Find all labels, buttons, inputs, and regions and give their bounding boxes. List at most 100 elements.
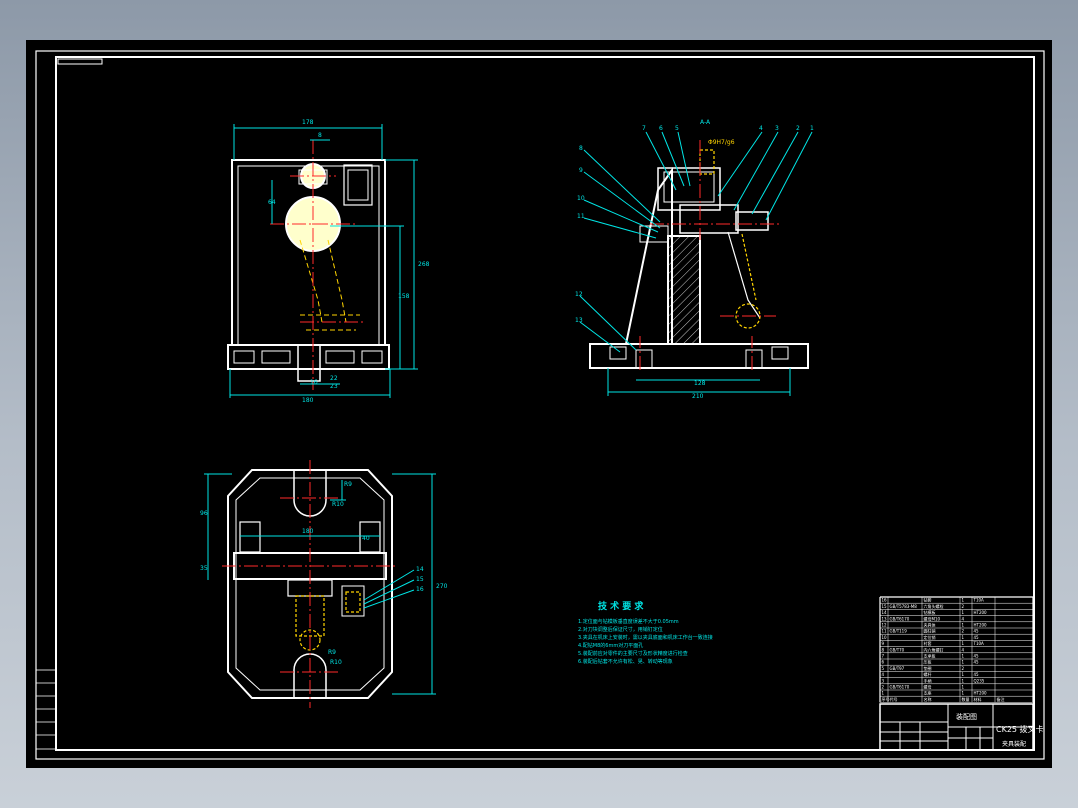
section-fit: Φ9H7/g6: [708, 139, 735, 146]
front-dimensions: [229, 124, 418, 398]
bom-cell: 垫圈: [924, 665, 932, 671]
bom-header-cell: 名称: [924, 696, 932, 702]
bom-cell: 1: [962, 672, 965, 677]
bom-cell: 支座: [924, 690, 932, 696]
plan-dimensions: [204, 473, 436, 695]
bom-cell: GB/T6170: [890, 685, 910, 690]
front-dim-bottom: 180: [302, 397, 314, 404]
bom-cell: 7: [882, 654, 885, 659]
bom-cell: 内六角螺钉: [924, 646, 944, 652]
plan-dim-right-a: 270: [436, 583, 448, 590]
bom-cell: GB/T119: [890, 629, 908, 634]
bom-header-cell: 序号: [882, 696, 890, 702]
bom-cell: 六角头螺栓: [924, 603, 944, 609]
callout-4: 4: [759, 125, 763, 132]
plan-callout-15: 15: [416, 576, 424, 583]
bom-cell: 1: [962, 598, 965, 603]
technical-notes: 技 术 要 求 1.定位面与钻模板垂直度误差不大于0.05mm 2.对刀块调整后…: [578, 600, 713, 665]
bom-cell: 15: [882, 604, 888, 609]
bom-cell: 1: [962, 685, 965, 690]
callout-1: 1: [810, 125, 814, 132]
note-4: 4.配钻M8的6mm对刀平面孔: [578, 642, 643, 649]
callout-8: 8: [579, 145, 583, 152]
front-dim-base-b: 23: [330, 383, 338, 390]
plan-outline: [227, 469, 393, 699]
bom-cell: 4: [962, 647, 965, 652]
bom-cell: 螺母M10: [924, 615, 941, 621]
front-dim-top: 178: [302, 119, 314, 126]
bom-cell: 2: [962, 604, 965, 609]
callout-5: 5: [675, 125, 679, 132]
outer-frame: [35, 50, 1045, 760]
bom-cell: 螺母: [924, 684, 932, 690]
title-drawing-type: 装配图: [956, 712, 977, 721]
bom-cell: T10A: [973, 641, 985, 646]
section-dim-outer: 210: [692, 393, 704, 400]
bom-cell: HT200: [974, 691, 988, 696]
bom-cell: 1: [962, 635, 965, 640]
note-5: 5.装配前应对零件的主要尺寸及形状精度进行检查: [578, 650, 688, 657]
bom-cell: 10: [882, 635, 888, 640]
plan-slot-top-label: R10: [332, 501, 344, 508]
title-product: CK25 拨叉卡: [996, 724, 1044, 734]
callout-11: 11: [577, 213, 585, 220]
section-center-lines: [639, 140, 780, 370]
bom-cell: 支承板: [924, 653, 936, 659]
bom-cell: 16: [882, 598, 888, 603]
inner-frame: [55, 56, 1035, 751]
plan-radius-bottom: R9: [328, 649, 336, 656]
bom-cell: 手柄: [924, 677, 932, 683]
front-dim-base-a: 22: [330, 375, 338, 382]
note-6: 6.装配后钻套不允许有松、晃、转动等现象: [578, 658, 673, 665]
plan-center-lines: [222, 460, 398, 708]
bom-cell: 钻模板: [924, 609, 936, 615]
note-1: 1.定位面与钻模板垂直度误差不大于0.05mm: [578, 618, 679, 625]
bom-cell: 定位销: [924, 634, 936, 640]
bom-cell: 5: [882, 666, 885, 671]
plan-slot-bottom-label: R10: [330, 659, 342, 666]
bom-cell: 圆柱销: [924, 628, 936, 634]
bom-cell: GB/T97: [890, 666, 905, 671]
bom-cell: 1: [962, 610, 965, 615]
section-base: [589, 343, 809, 369]
plan-dim-small-a: 40: [362, 535, 370, 542]
front-dim-left-v: 64: [268, 199, 276, 206]
bom-cell: 45: [974, 672, 980, 677]
bom-cell: 1: [962, 641, 965, 646]
callout-3: 3: [775, 125, 779, 132]
bom-cell: 1: [882, 691, 885, 696]
callout-10: 10: [577, 195, 585, 202]
callout-13: 13: [575, 317, 583, 324]
bom-cell: 1: [962, 691, 965, 696]
bom-cell: 12: [882, 623, 888, 628]
bom-cell: 3: [882, 678, 885, 683]
section-view: [589, 166, 809, 369]
bom-cell: 2: [962, 629, 965, 634]
bom-cell: 4: [882, 672, 885, 677]
bom-cell: 1: [962, 678, 965, 683]
plan-radius-top: R9: [344, 481, 352, 488]
front-dim-right-h2: 158: [398, 293, 410, 300]
note-3: 3.夹具在机床上安装时，需以夹具底面和机床工作台一致连接: [578, 634, 713, 641]
bom-cell: 1: [962, 623, 965, 628]
bom-header-cell: 数量: [962, 696, 970, 702]
bom-cell: 14: [882, 610, 888, 615]
front-center-lines: [270, 140, 366, 390]
front-dim-right-h: 268: [418, 261, 430, 268]
plan-dim-left-a: 96: [200, 510, 208, 517]
callout-7: 7: [642, 125, 646, 132]
bom-cell: 45: [974, 629, 980, 634]
callout-6: 6: [659, 125, 663, 132]
bom-cell: GB/T5783-M8: [890, 604, 918, 609]
bom-cell: 45: [974, 660, 980, 665]
bom-header-cell: 备注: [997, 696, 1005, 702]
plan-dim-left-b: 35: [200, 565, 208, 572]
bom-cell: HT200: [974, 610, 988, 615]
plan-dim-width: 180: [302, 528, 314, 535]
corner-mark: [57, 58, 103, 65]
notes-heading: 技 术 要 求: [598, 600, 644, 612]
bom-cell: 8: [882, 647, 885, 652]
